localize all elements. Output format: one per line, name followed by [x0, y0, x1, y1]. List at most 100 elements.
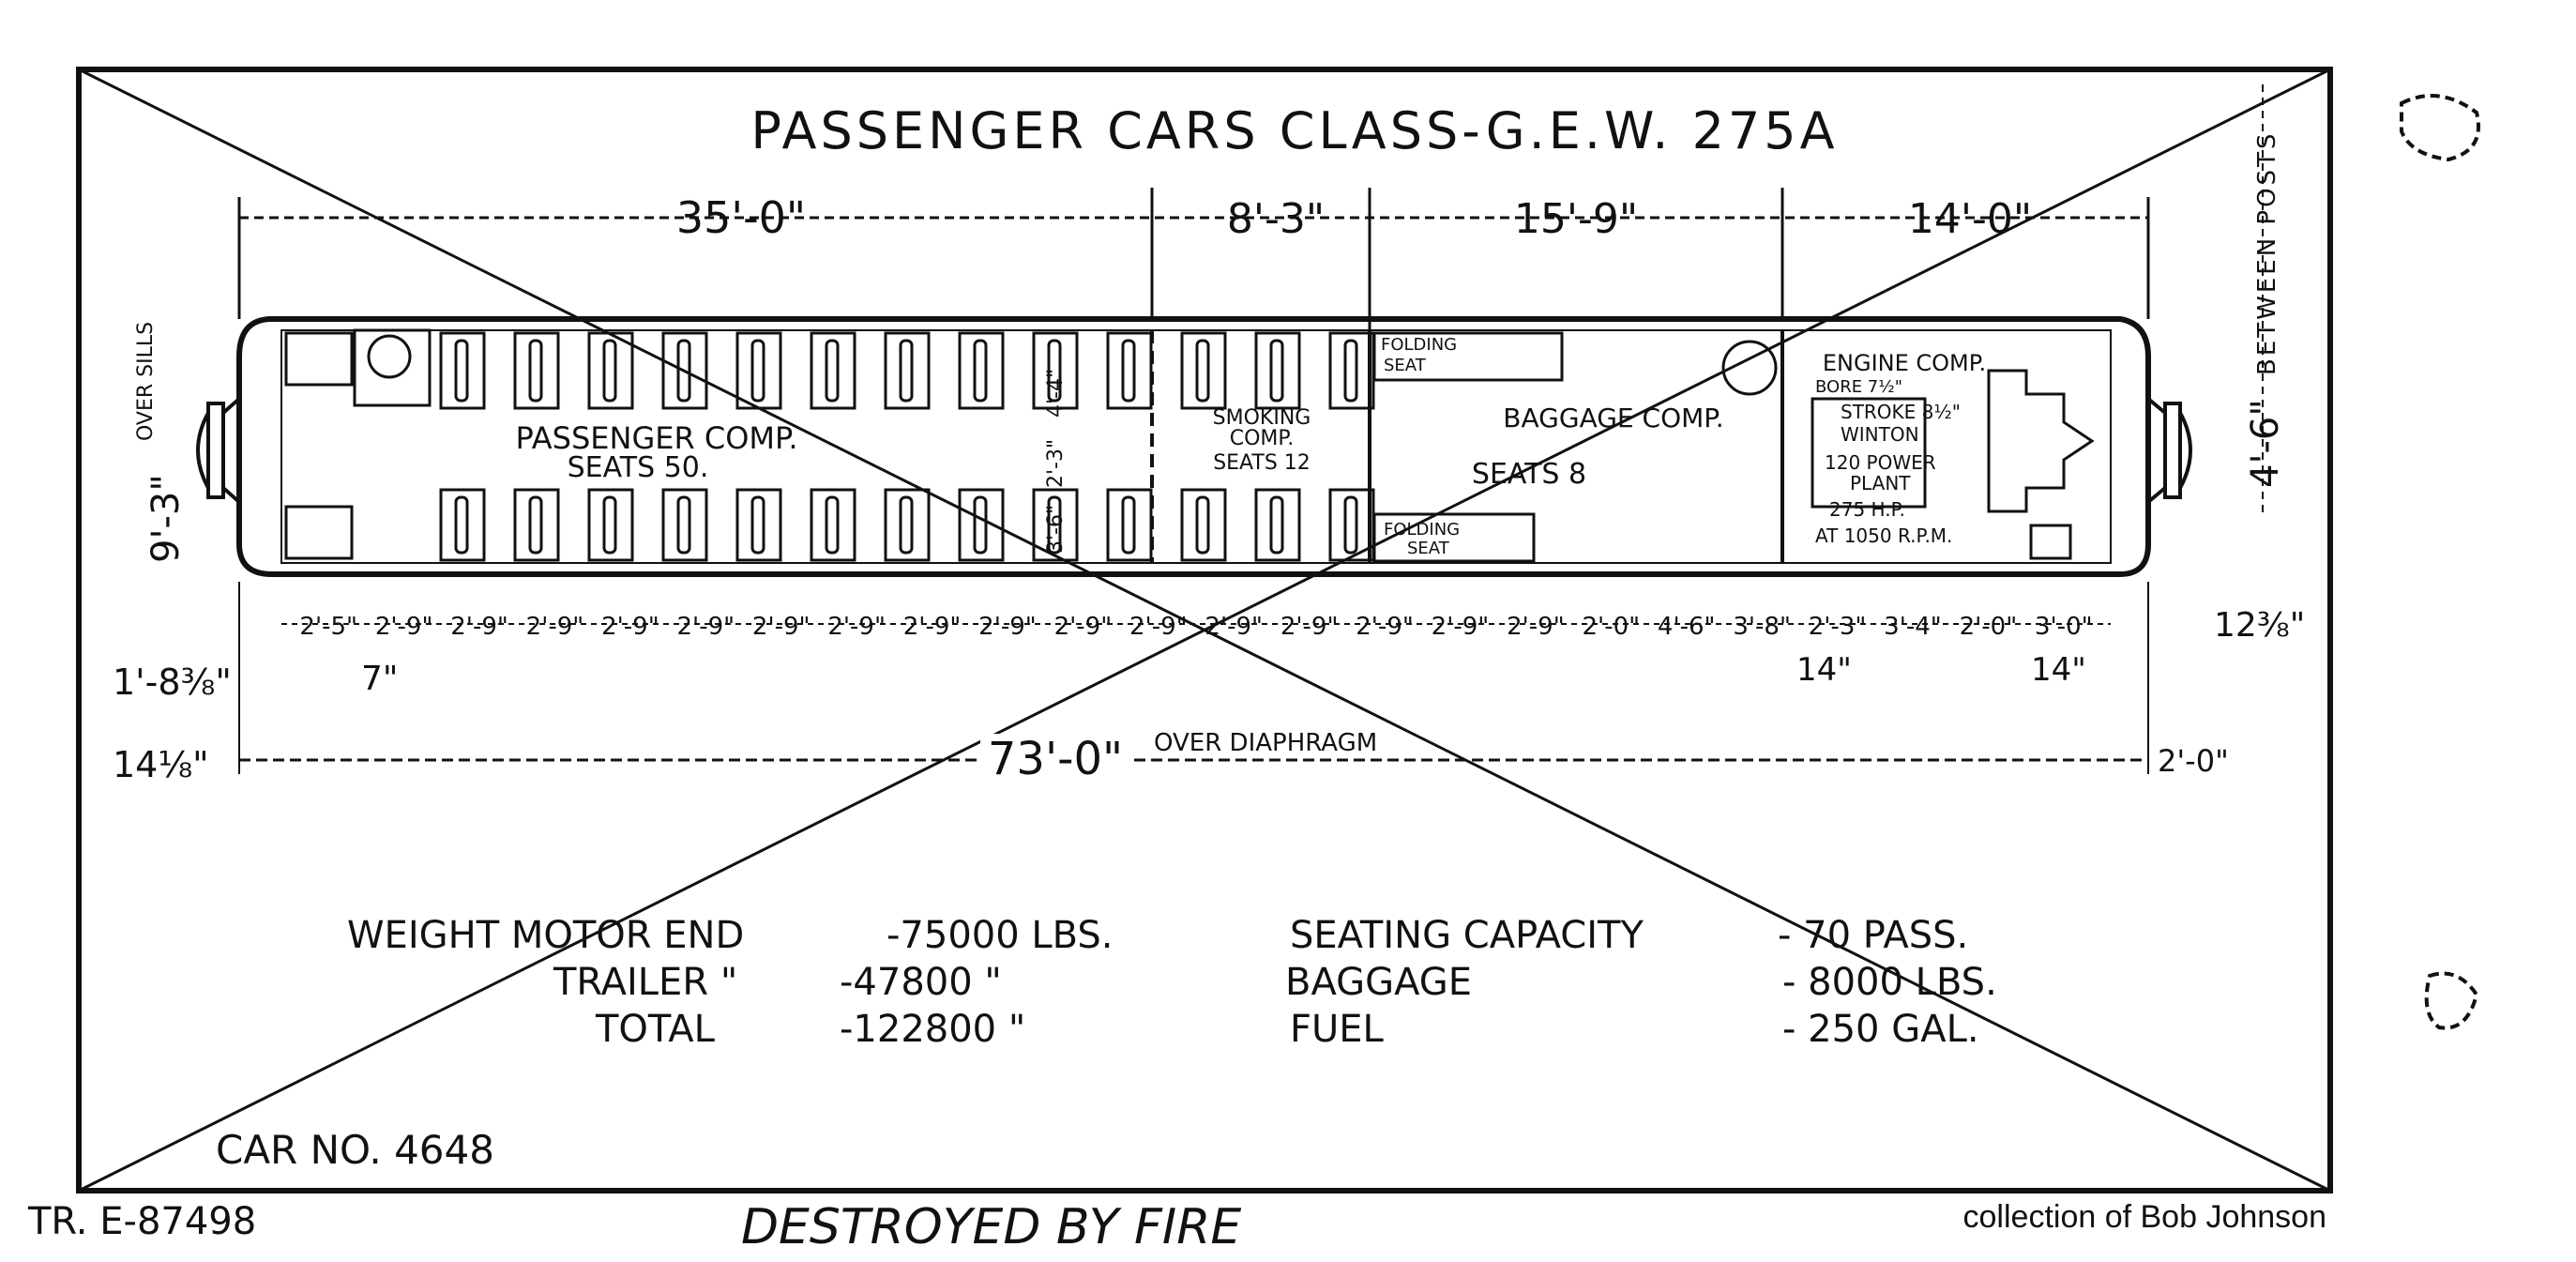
drawing-number: TR. E-87498 [27, 1200, 256, 1243]
seat-spacing-dim: 2'-9" [1280, 613, 1339, 641]
spec-right-label: FUEL [1290, 1008, 1385, 1051]
engine-power-label: 120 POWER [1825, 451, 1936, 474]
seat-back [602, 339, 617, 403]
left-coupler [196, 397, 241, 504]
folding-seat-top-label-2: SEAT [1384, 356, 1427, 375]
spec-right-label: SEATING CAPACITY [1290, 914, 1644, 957]
smoking-seats-label: SEATS 12 [1213, 451, 1311, 475]
destroyed-by-fire-note: DESTROYED BY FIRE [741, 1199, 1241, 1255]
seat-back [528, 339, 543, 403]
seat-rows [439, 331, 1375, 562]
seat-spacing-dim: 2'-9" [1432, 613, 1490, 641]
passenger-seats-label: SEATS 50. [568, 451, 709, 484]
seat-back [973, 339, 988, 403]
seat [1032, 488, 1079, 562]
sub-dim-b: 14" [2031, 651, 2086, 689]
dim-passenger-length: 35'-0" [676, 192, 806, 243]
specs-left: WEIGHT MOTOR END -75000 LBS. TRAILER " -… [347, 914, 1114, 1051]
right-end-dim: 2'-0" [2158, 743, 2229, 779]
stove-icon [1721, 340, 1778, 396]
sub-dim-a: 14" [1796, 651, 1852, 689]
spec-left-label: WEIGHT MOTOR END [347, 914, 744, 957]
spec-right-value: - 70 PASS. [1778, 914, 1968, 957]
dim-baggage-length: 15'-9" [1514, 195, 1638, 243]
seat-back [676, 339, 691, 403]
between-posts-label: BETWEEN POSTS [2253, 131, 2281, 375]
seat-back [602, 495, 617, 555]
punch-hole-mark [2400, 94, 2480, 162]
seat-back [676, 495, 691, 555]
seat-spacing-dim: 2'-9" [752, 613, 811, 641]
car-body [236, 316, 2151, 577]
spec-left-label: TRAILER " [553, 961, 737, 1004]
seat-spacing-dims: 2'-5" 2'-9" 2'-9" 2'-9" 2'-9" 2'-9" 2'-9" 2'-9"… [299, 613, 2092, 641]
seat-spacing-dim: 4'-6" [1658, 613, 1716, 641]
seat-spacing-dim: 2'-9" [827, 613, 886, 641]
spec-right-value: - 250 GAL. [1782, 1008, 1979, 1051]
seat-back [1121, 339, 1136, 403]
spec-left-value: -47800 " [840, 961, 1002, 1004]
seat-spacing-dim: 2'-5" [299, 613, 357, 641]
seat-spacing-dim: 2'-0" [1583, 613, 1641, 641]
seat [958, 488, 1005, 562]
over-sills-label: OVER SILLS [134, 322, 158, 441]
seat [587, 488, 634, 562]
engine-winton-label: WINTON [1841, 423, 1919, 446]
passenger-comp-label: PASSENGER COMP. [516, 420, 798, 456]
engine-plant-label: PLANT [1850, 472, 1911, 494]
seat [735, 331, 782, 410]
spec-left-label: TOTAL [595, 1008, 716, 1051]
seat-back [1269, 495, 1284, 555]
engine-block [1811, 369, 2095, 560]
seat [1180, 488, 1227, 562]
dim-engine-length: 14'-0" [1908, 195, 2032, 243]
seat-spacing-dim: 2'-9" [1507, 613, 1565, 641]
engine-comp-label: ENGINE COMP. [1823, 350, 1986, 376]
seat-spacing-dim: 2'-9" [601, 613, 659, 641]
seat [661, 331, 708, 410]
drawing-title: PASSENGER CARS CLASS-G.E.W. 275A [750, 101, 1838, 160]
seat-back [1195, 495, 1210, 555]
seat-back [899, 339, 914, 403]
seat [513, 488, 560, 562]
seat [958, 331, 1005, 410]
seat-spacing-dim: 2'-9" [903, 613, 962, 641]
spec-left-value: -75000 LBS. [886, 914, 1114, 957]
left-dim-c: 14⅛" [113, 744, 209, 785]
baggage-comp-label: BAGGAGE COMP. [1503, 403, 1723, 433]
lavatory [284, 328, 432, 560]
seat-back [750, 495, 765, 555]
seat-back [1047, 495, 1062, 555]
seat-back [528, 495, 543, 555]
seat-spacing-dim: 2'-9" [978, 613, 1037, 641]
seat [513, 331, 560, 410]
seat [1106, 331, 1153, 410]
baggage-seats-label: SEATS 8 [1472, 458, 1586, 491]
folding-seat-bottom [1372, 512, 1536, 563]
overall-length: 73'-0" [988, 733, 1123, 785]
aisle-dim-bot: 3'-6" [1044, 505, 1068, 554]
partitions [1150, 330, 1784, 563]
seat-back [973, 495, 988, 555]
seat [810, 331, 856, 410]
seat-back [1343, 339, 1358, 403]
seat [810, 488, 856, 562]
seat-spacing-dim: 2'-0" [1960, 613, 2018, 641]
seat-spacing-dim: 2'-9" [375, 613, 433, 641]
spec-right-value: - 8000 LBS. [1782, 961, 1997, 1004]
seat [439, 331, 486, 410]
seat-back [1121, 495, 1136, 555]
seat [884, 331, 931, 410]
seat-back [1343, 495, 1358, 555]
aisle-dim-mid: 2'-3" [1044, 439, 1068, 488]
seat [1180, 331, 1227, 410]
engine-hp-label: 275 H.P. [1829, 498, 1905, 521]
smoking-comp-label-2: COMP. [1230, 427, 1295, 450]
drawing-border [76, 67, 2333, 1194]
seat-spacing-dim: 2'-9" [677, 613, 735, 641]
seat [661, 488, 708, 562]
folding-seat-bottom-label: FOLDING [1384, 520, 1460, 540]
seat [1032, 331, 1079, 410]
seat-back [1269, 339, 1284, 403]
aisle-dim-top: 4'-4" [1044, 369, 1068, 418]
